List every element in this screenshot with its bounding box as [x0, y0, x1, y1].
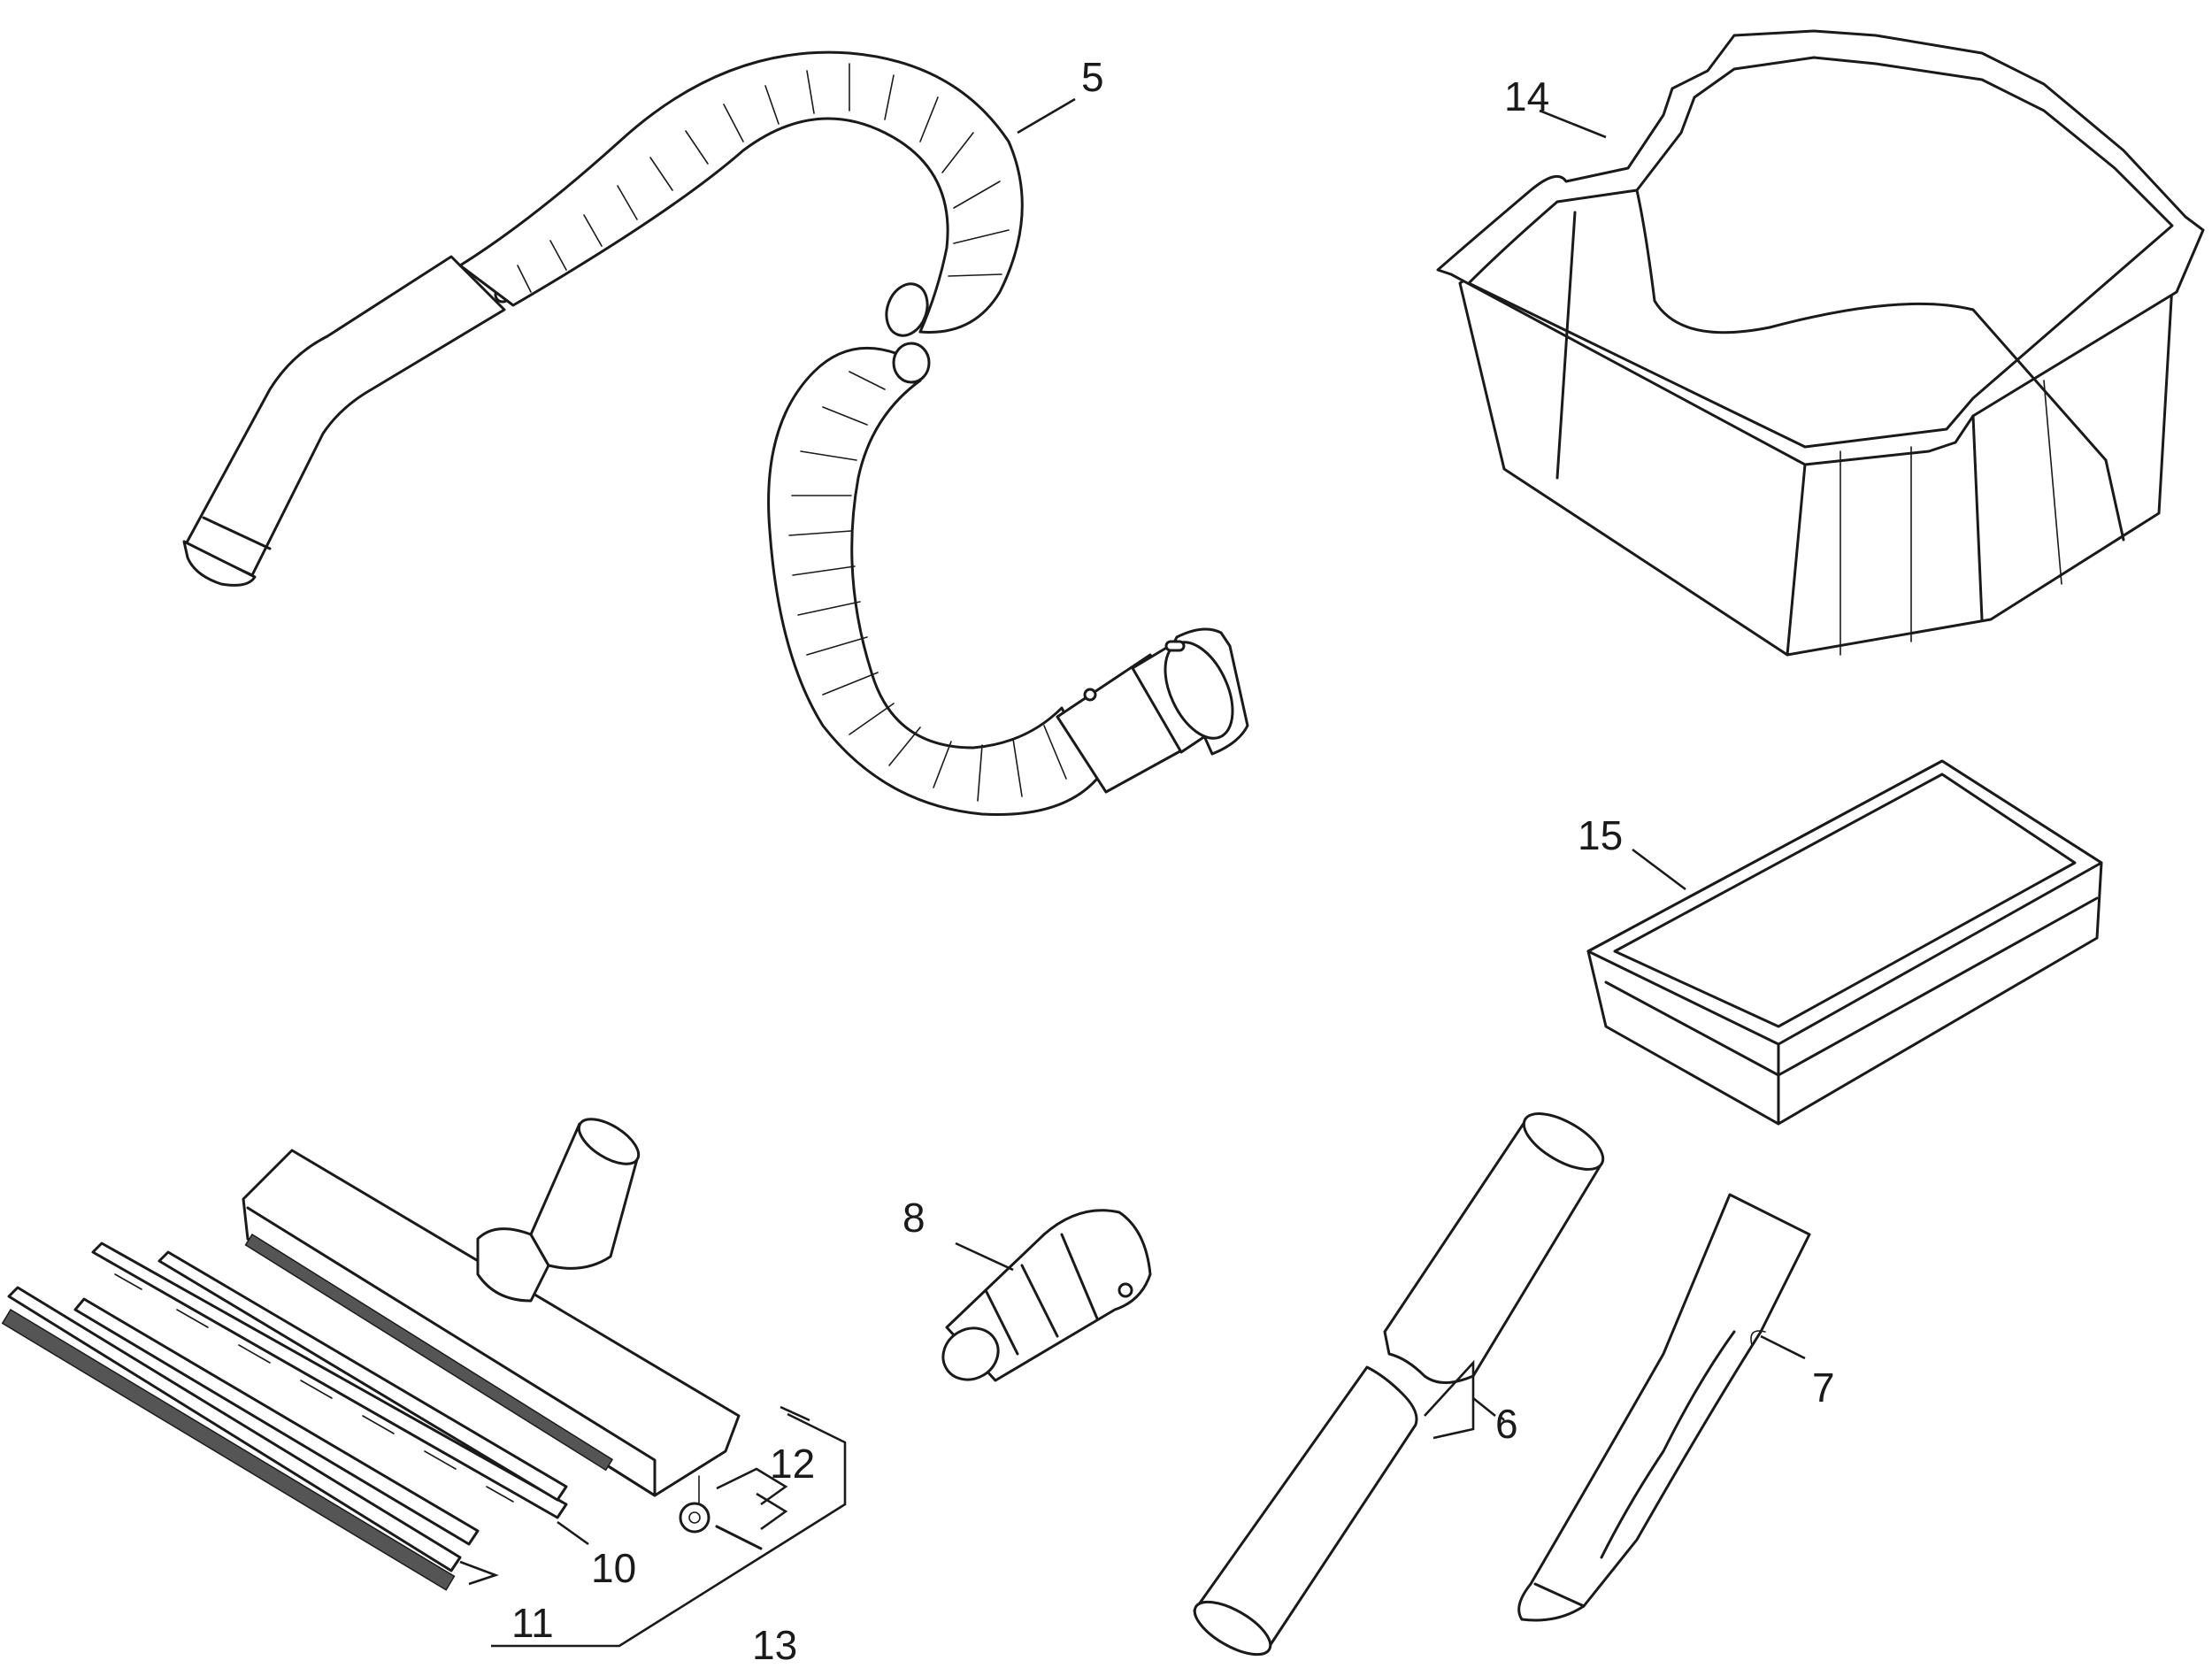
axle — [715, 1525, 763, 1550]
strip-upper — [91, 1242, 568, 1519]
hose-elbow-handle — [184, 255, 506, 577]
callout-labels: 5 14 15 8 6 7 12 10 11 13 — [511, 54, 1835, 1668]
container-insert-part — [1436, 29, 2205, 657]
suction-tube-lower — [1193, 1365, 1418, 1648]
crevice-nozzle-part — [1517, 1193, 1811, 1622]
callout-15: 15 — [1578, 812, 1623, 858]
container-rim-inner — [1467, 56, 2174, 449]
crevice-nozzle-body — [1517, 1193, 1811, 1622]
adapter-part — [941, 1209, 1152, 1382]
strip-lower — [73, 1297, 480, 1546]
callout-10: 10 — [591, 1545, 636, 1591]
leader-lines — [459, 97, 1806, 1586]
floor-nozzle-set-part — [1, 1118, 847, 1648]
callout-8: 8 — [902, 1195, 926, 1241]
strip-upper-2 — [157, 1250, 568, 1502]
hose-upper-section — [458, 50, 1024, 334]
wheel — [679, 1502, 710, 1534]
adapter-body — [945, 1209, 1152, 1382]
callout-13: 13 — [752, 1622, 797, 1668]
flat-filter-part — [1586, 759, 2103, 1126]
callout-14: 14 — [1504, 73, 1549, 119]
hose-corrugation-upper — [517, 63, 1010, 293]
suction-tube-part — [1193, 1112, 1605, 1657]
set-bracket — [491, 1412, 847, 1648]
hose-part — [182, 50, 1249, 816]
hose-elbow-tip — [182, 540, 257, 587]
callout-12: 12 — [770, 1441, 815, 1487]
brush-strip-body — [7, 1286, 462, 1572]
floor-nozzle-neck — [476, 1227, 550, 1303]
callout-6: 6 — [1495, 1401, 1518, 1447]
callout-5: 5 — [1081, 54, 1104, 100]
hose-lower-section — [767, 346, 1099, 816]
callout-11: 11 — [511, 1600, 554, 1646]
hose-corrugation-lower — [788, 371, 1067, 802]
callout-7: 7 — [1812, 1365, 1835, 1411]
strip-dashes — [114, 1273, 514, 1503]
